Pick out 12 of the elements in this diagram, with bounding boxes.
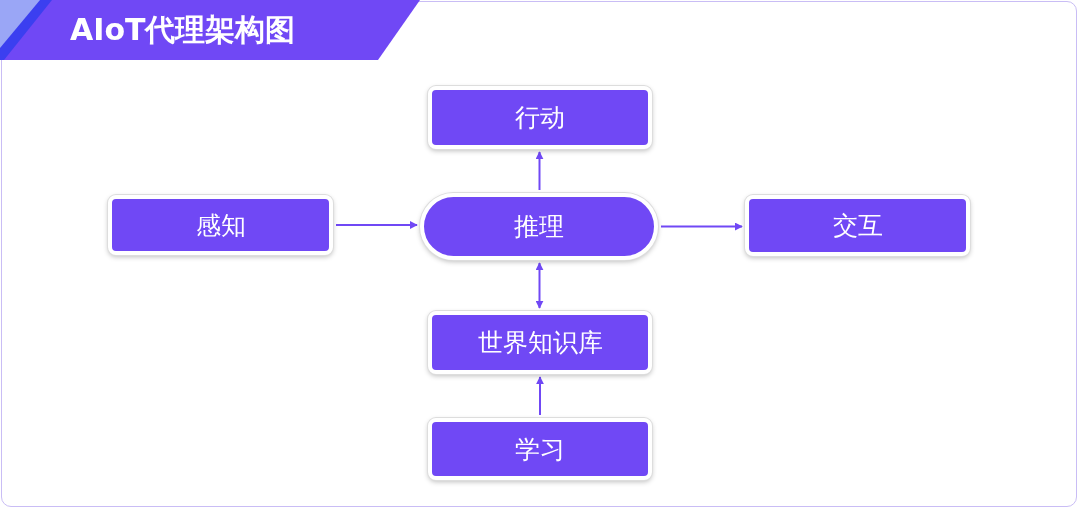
process-box: 交互 xyxy=(745,195,970,256)
process-box: 学习 xyxy=(428,418,652,480)
arrow xyxy=(535,151,544,191)
title: AIoT代理架构图 xyxy=(70,11,296,49)
process-pill: 推理 xyxy=(420,193,658,260)
process-box: 世界知识库 xyxy=(428,311,652,374)
arrow xyxy=(335,221,418,229)
arrow xyxy=(535,262,544,309)
arrow xyxy=(660,222,743,231)
process-box: 感知 xyxy=(108,195,333,255)
process-box: 行动 xyxy=(428,86,652,149)
arrow xyxy=(536,376,544,416)
